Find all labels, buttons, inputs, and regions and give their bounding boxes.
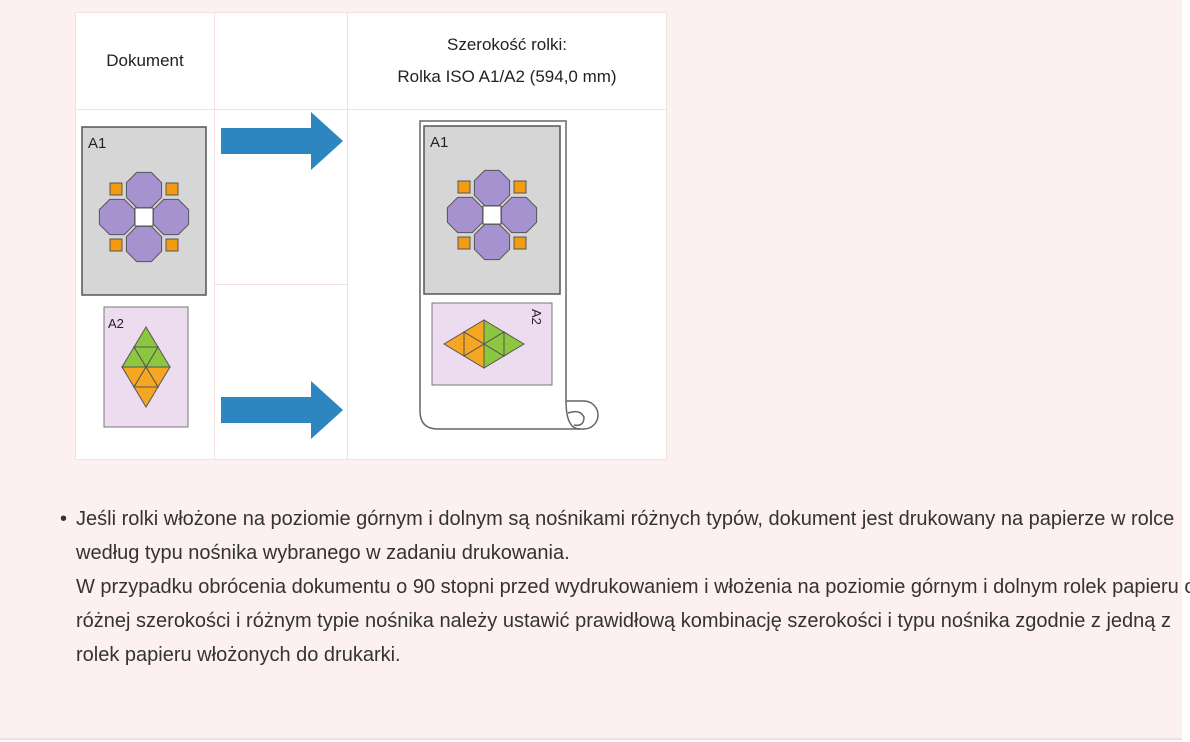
octagon-icon	[98, 198, 136, 235]
header-roll-width: Szerokość rolki: Rolka ISO A1/A2 (594,0 …	[347, 12, 667, 110]
arrow-cell-top	[214, 109, 348, 285]
header-empty-cell	[214, 12, 348, 110]
center-square-icon	[482, 205, 502, 224]
header-document: Dokument	[75, 12, 215, 110]
square-icon	[109, 182, 123, 195]
illustration-table: Dokument Szerokość rolki: Rolka ISO A1/A…	[75, 12, 667, 460]
header-roll-line1: Szerokość rolki:	[447, 35, 567, 54]
center-square-icon	[134, 207, 154, 226]
octagon-icon	[152, 198, 190, 235]
header-document-label: Dokument	[106, 51, 184, 70]
triangle-icon	[483, 330, 505, 357]
arrow-bottom-svg	[221, 381, 343, 439]
octagon-icon	[125, 225, 163, 262]
triangle-icon	[443, 330, 465, 357]
doc-a2-label: A2	[108, 316, 124, 331]
doc-a2-sheet: A2	[103, 306, 189, 427]
doc-a1-sheet: A1	[81, 125, 207, 296]
roll-curl-icon	[565, 400, 585, 430]
note-paragraph-1: Jeśli rolki włożone na poziomie górnym i…	[76, 508, 1175, 564]
arrow-top-svg	[221, 112, 343, 170]
roll-a1-sheet: A1	[423, 124, 561, 295]
triangle-icon	[133, 386, 159, 408]
notes-list: • Jeśli rolki włożone na poziomie górnym…	[44, 502, 1190, 672]
roll-a2-triangles	[443, 318, 525, 369]
roll-figure: A1 A2	[419, 119, 599, 430]
doc-a2-triangles	[121, 325, 171, 408]
octagon-icon	[446, 196, 484, 233]
square-icon	[165, 182, 179, 195]
roll-a1-octagons	[446, 169, 538, 260]
square-icon	[457, 180, 471, 193]
roll-a2-label: A2	[529, 309, 544, 325]
header-roll-line2: Rolka ISO A1/A2 (594,0 mm)	[397, 67, 617, 86]
arrow-right-icon	[221, 381, 343, 439]
roll-a1-label: A1	[430, 134, 448, 151]
arrow-cell-bottom	[214, 284, 348, 460]
octagon-icon	[473, 169, 511, 206]
triangle-icon	[133, 346, 159, 368]
doc-a1-label: A1	[88, 135, 106, 152]
note-paragraph-2: W przypadku obrócenia dokumentu o 90 sto…	[76, 576, 1190, 666]
octagon-icon	[125, 171, 163, 208]
bullet-icon: •	[60, 508, 68, 530]
square-icon	[513, 180, 527, 193]
document-cell: A1 A2	[75, 109, 215, 460]
square-icon	[109, 238, 123, 251]
arrow-right-icon	[221, 112, 343, 170]
roll-a2-sheet: A2	[431, 302, 553, 385]
square-icon	[165, 238, 179, 251]
document-figures: A1 A2	[81, 125, 207, 427]
note-item: • Jeśli rolki włożone na poziomie górnym…	[60, 502, 1190, 672]
square-icon	[457, 236, 471, 249]
octagon-icon	[500, 196, 538, 233]
doc-a1-octagons	[98, 171, 190, 262]
square-icon	[513, 236, 527, 249]
octagon-icon	[473, 223, 511, 260]
roll-cell: A1 A2	[347, 109, 667, 460]
